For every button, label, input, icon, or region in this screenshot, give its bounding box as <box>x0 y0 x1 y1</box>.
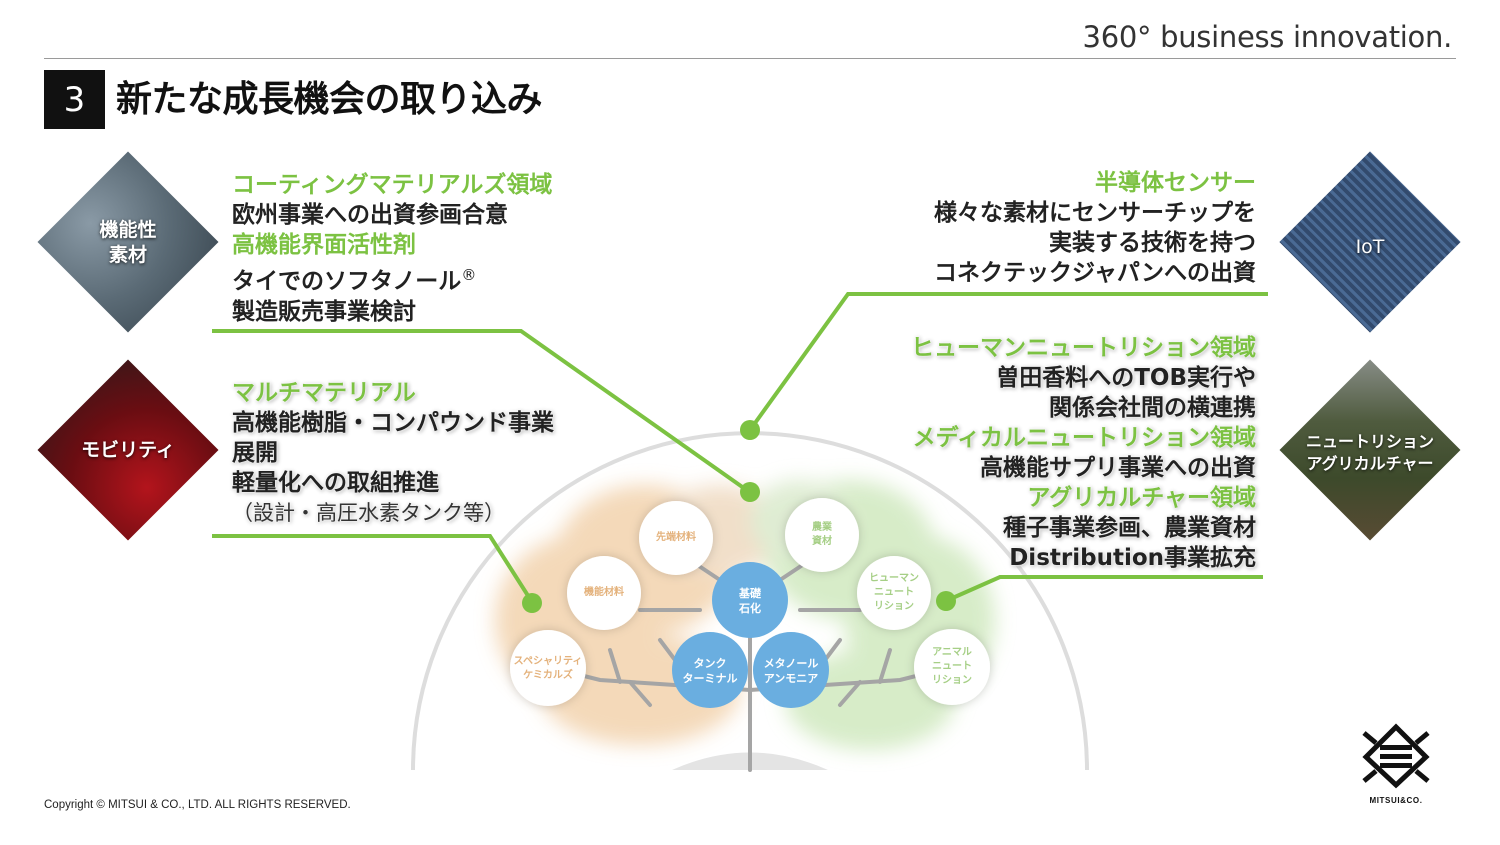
surfactant-heading: 高機能界面活性剤 <box>232 232 416 258</box>
node-label-advanced: 先端材料 <box>656 532 696 543</box>
node-label-functional: 機能材料 <box>584 587 624 598</box>
node-advanced-materials <box>639 501 713 575</box>
agriculture-heading: アグリカルチャー領域 <box>1027 485 1256 511</box>
node-label-tank: タンクターミナル <box>682 657 738 685</box>
node-label-agri: 農業資材 <box>812 522 832 547</box>
node-methanol-ammonia <box>753 632 829 708</box>
connector-lines <box>212 292 1268 604</box>
node-human-nutrition <box>857 556 931 630</box>
node-tank-terminal <box>672 632 748 708</box>
node-label-basic: 基礎石化 <box>739 587 761 615</box>
mobility-text: マルチマテリアル 高機能樹脂・コンパウンド事業 展開 軽量化への取組推進 （設計… <box>232 380 554 525</box>
section-number: 3 <box>44 70 105 129</box>
node-animal-nutrition <box>914 629 990 705</box>
category-label-mobility: モビリティ <box>81 439 175 461</box>
human-nutrition-heading: ヒューマンニュートリション領域 <box>911 335 1256 361</box>
logo-text: MITSUI&CO. <box>1369 796 1423 805</box>
sensor-heading: 半導体センサー <box>1095 170 1256 196</box>
node-functional-materials <box>567 556 641 630</box>
tagline: 360° business innovation. <box>1082 20 1453 54</box>
copyright: Copyright © MITSUI & CO., LTD. ALL RIGHT… <box>44 799 351 811</box>
header-divider <box>44 58 1456 59</box>
node-basic-petrochem <box>712 562 788 638</box>
node-label-methanol: メタノールアンモニア <box>763 657 819 685</box>
node-specialty-chemicals <box>510 630 586 706</box>
node-label-animal: アニマルニュートリション <box>932 647 972 686</box>
category-label-functional-materials: 機能性素材 <box>99 219 157 266</box>
node-label-human: ヒューマンニュートリション <box>869 573 919 612</box>
iot-text: 半導体センサー 様々な素材にセンサーチップを 実装する技術を持つ コネクテックジ… <box>934 170 1256 286</box>
coating-heading: コーティングマテリアルズ領域 <box>232 172 553 198</box>
connector-dots <box>522 420 956 613</box>
category-label-iot: IoT <box>1355 236 1385 258</box>
multi-material-heading: マルチマテリアル <box>232 380 416 406</box>
node-label-specialty: スペシャリティケミカルズ <box>513 656 583 681</box>
nutrition-text: ヒューマンニュートリション領域 曽田香料へのTOB実行や 関係会社間の横連携 メ… <box>911 335 1256 571</box>
page-title: 新たな成長機会の取り込み <box>116 79 543 120</box>
medical-nutrition-heading: メディカルニュートリション領域 <box>912 425 1256 451</box>
mitsui-logo-icon <box>1362 723 1430 789</box>
functional-materials-text: コーティングマテリアルズ領域 欧州事業への出資参画合意 高機能界面活性剤 タイで… <box>232 172 553 325</box>
category-label-nutrition: ニュートリションアグリカルチャー <box>1305 432 1434 473</box>
node-agri-materials <box>785 498 859 572</box>
